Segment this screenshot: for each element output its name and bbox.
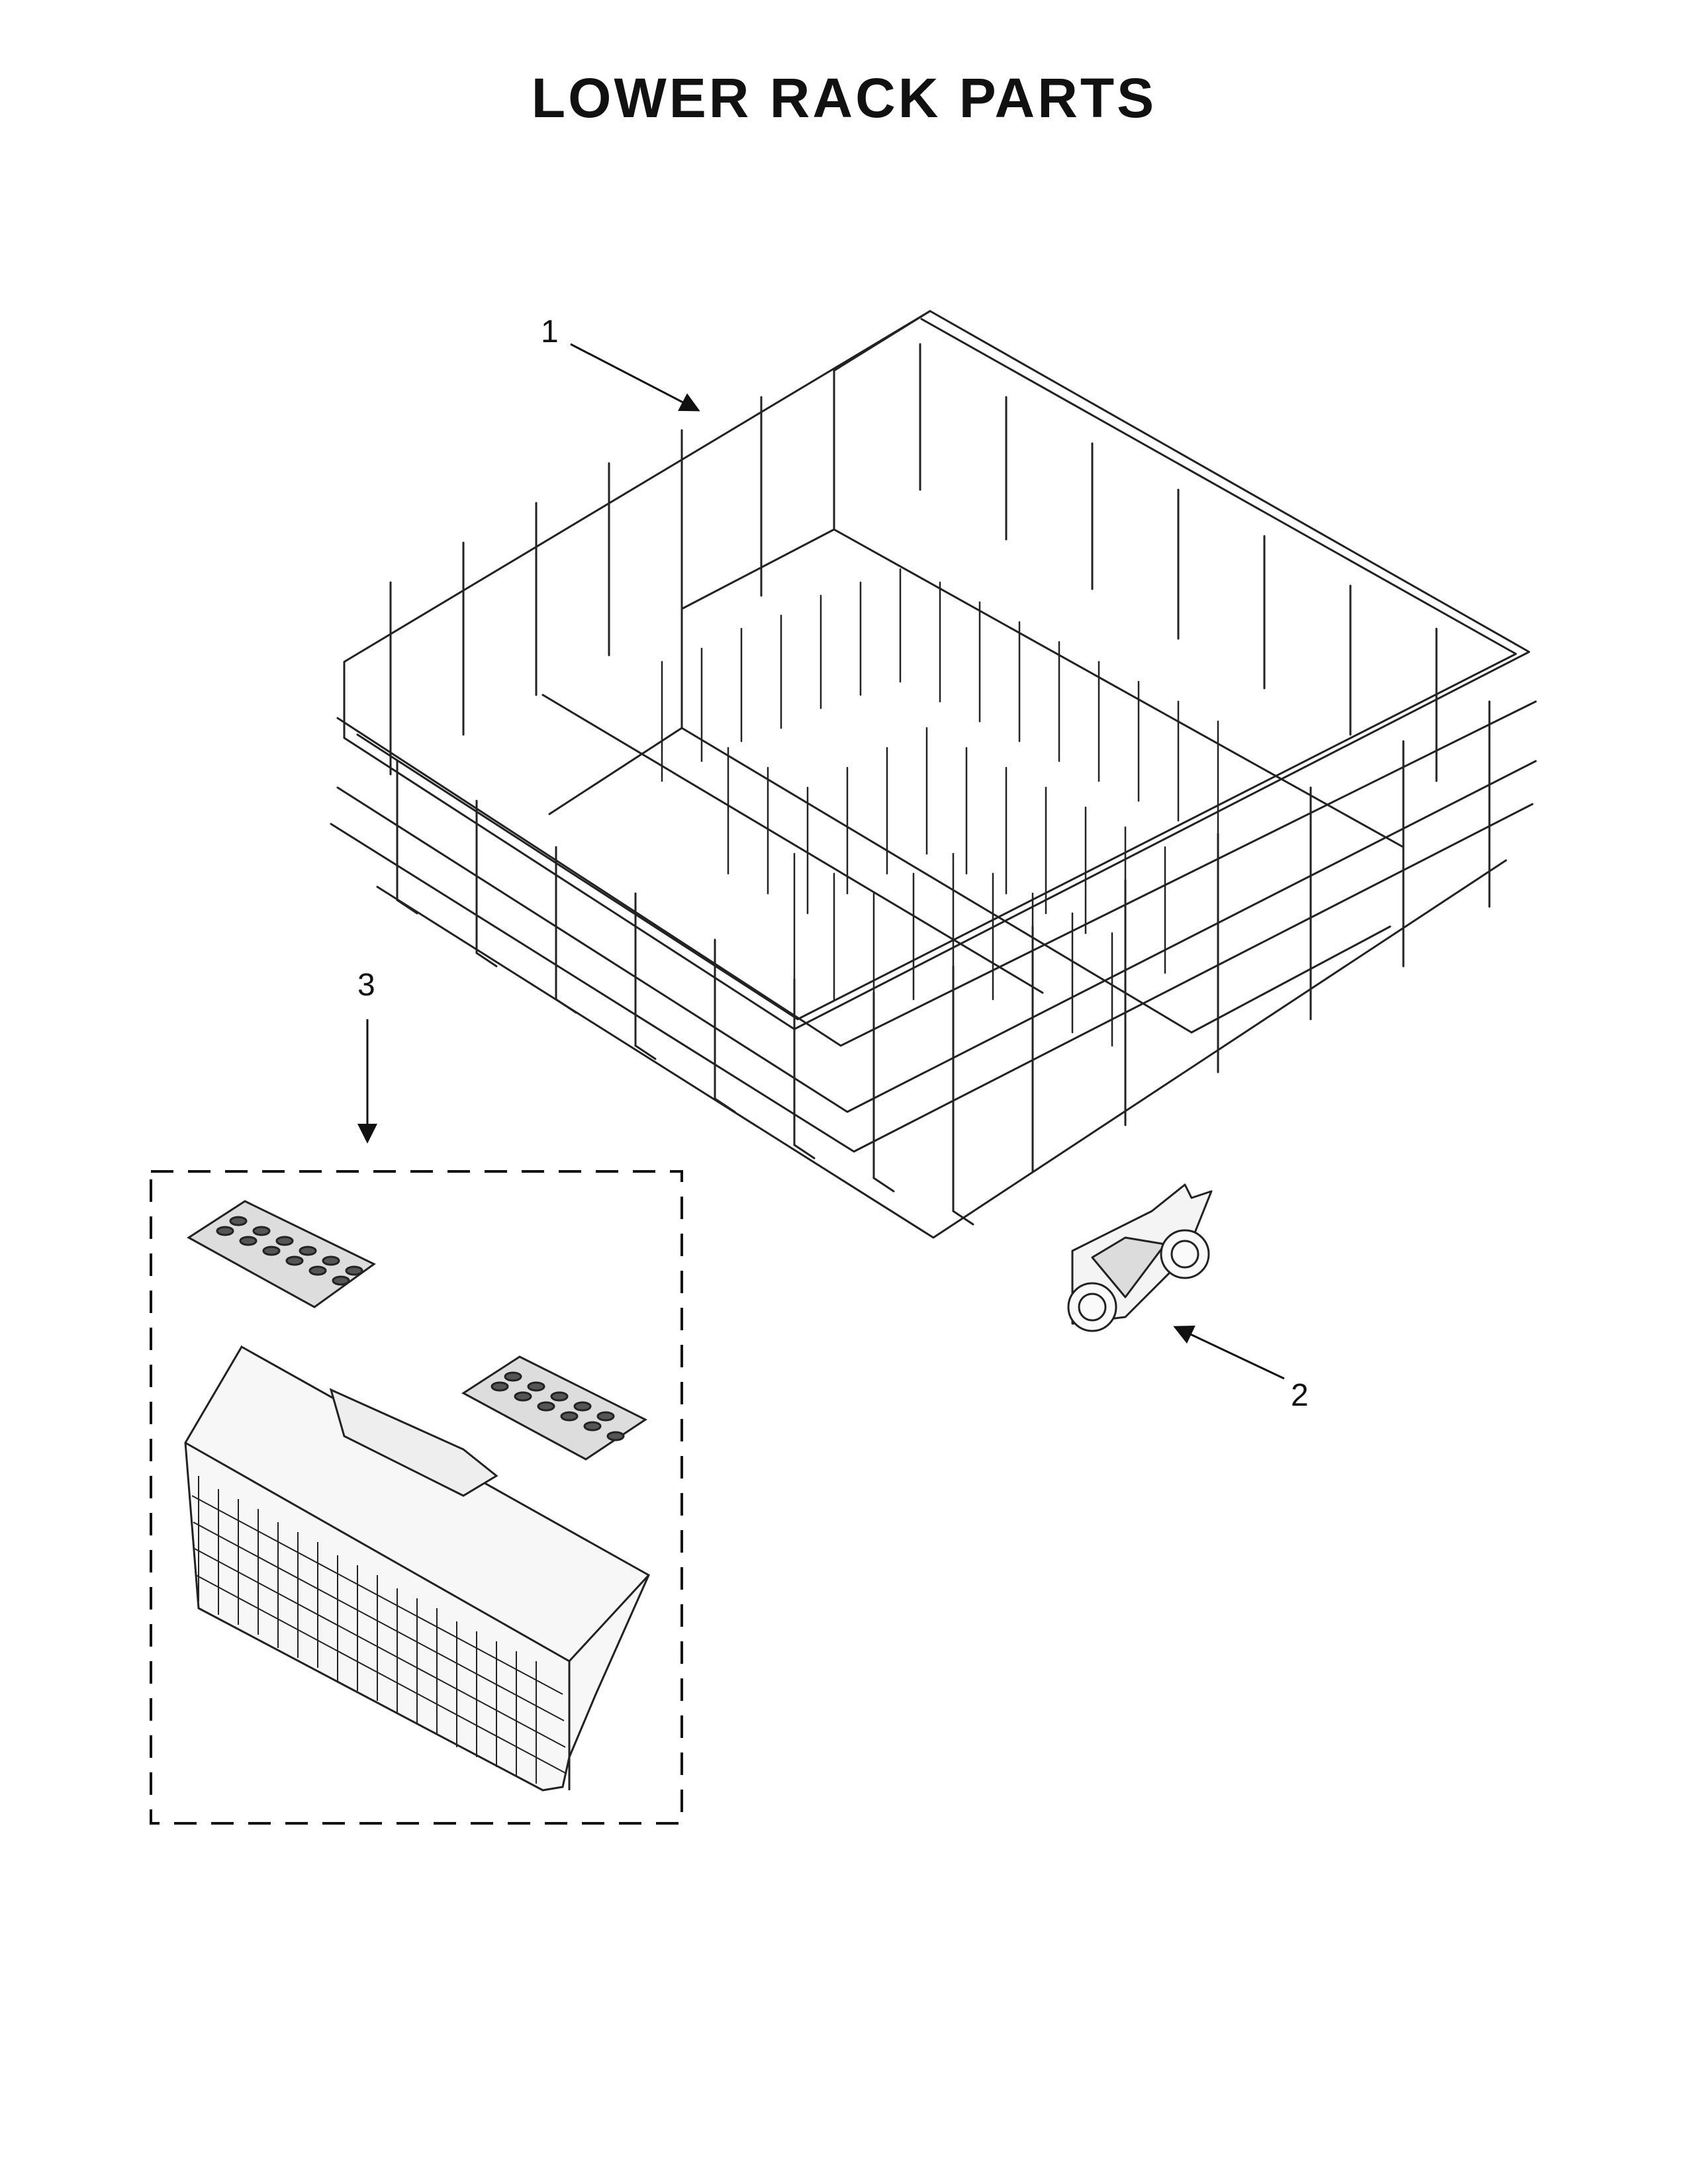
callout-1-leader (570, 343, 700, 412)
callout-leaders (357, 343, 1285, 1380)
callout-number-2: 2 (1291, 1378, 1309, 1413)
basket-cover-right (461, 1355, 647, 1461)
lower-rack-illustration (330, 310, 1537, 1239)
basket-group-dashed-box (150, 1170, 683, 1825)
callout-number-3: 3 (357, 968, 375, 1003)
callout-2-leader (1173, 1325, 1285, 1380)
page-title: LOWER RACK PARTS (531, 67, 1157, 129)
silverware-basket-group (150, 1170, 683, 1825)
silverware-basket (184, 1345, 650, 1792)
callout-number-1: 1 (541, 314, 559, 349)
basket-cover-top-left (187, 1200, 376, 1308)
rack-roller-illustration (1067, 1183, 1213, 1332)
